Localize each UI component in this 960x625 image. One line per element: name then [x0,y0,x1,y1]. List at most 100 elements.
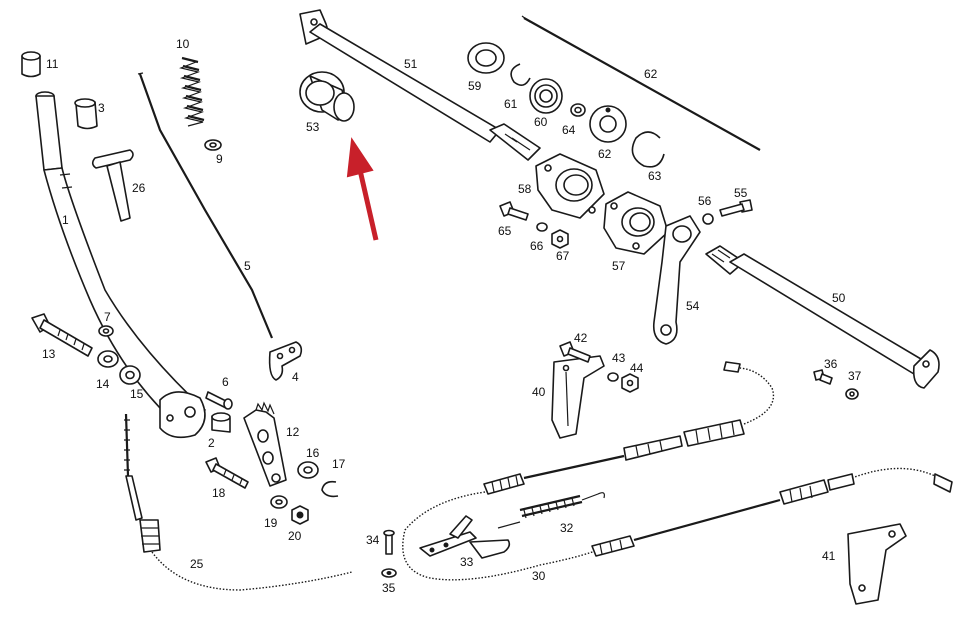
label-35: 35 [382,581,396,595]
lower-brake-cable [591,467,953,557]
part-5-rod [137,72,274,339]
label-34: 34 [366,533,380,547]
label-63: 63 [648,169,662,183]
part-15-washer [119,365,141,385]
label-53: 53 [306,120,320,134]
part-18-bolt [205,457,249,489]
label-30: 30 [532,569,546,583]
label-32: 32 [560,521,574,535]
label-11: 11 [46,57,59,71]
label-37: 37 [848,369,862,383]
label-66: 66 [530,239,544,253]
part-16-washer [297,461,319,479]
part-19-washer [270,495,288,509]
part-59-seal [467,42,505,74]
part-4-bracket [268,341,303,381]
part-64-ring [570,103,586,117]
part-55-bolt [719,199,753,217]
label-2: 2 [208,436,215,450]
part-35-washer [381,568,397,578]
label-5: 5 [244,259,251,273]
label-15: 15 [130,387,144,401]
part-54-lever [652,215,701,345]
label-65: 65 [498,224,512,238]
label-50: 50 [832,291,846,305]
part-57-bearing-housing [603,191,669,255]
part-33-equalizer [419,515,511,559]
label-61: 61 [504,97,518,111]
label-55: 55 [734,186,748,200]
part-17-clip [321,480,339,498]
part-32-spring [497,492,605,529]
part-62-disc [589,105,627,143]
label-60: 60 [534,115,548,129]
label-17: 17 [332,457,346,471]
label-13: 13 [42,347,56,361]
label-10: 10 [176,37,190,51]
part-12-ratchet-segment [243,401,287,487]
part-6-pin [205,391,233,410]
label-7: 7 [104,310,111,324]
part-60-bearing [529,78,563,114]
label-12: 12 [286,425,300,439]
part-44-nut [621,373,639,393]
part-14-washer [97,350,119,368]
part-65-bolt [499,201,529,221]
part-20-nut [291,505,309,525]
label-59: 59 [468,79,482,93]
label-67: 67 [556,249,570,263]
label-58: 58 [518,182,532,196]
part-67-nut [551,229,569,249]
part-62-rod [521,15,761,151]
indicator-arrow [346,137,379,241]
label-62-disc: 62 [598,147,612,161]
label-56: 56 [698,194,712,208]
label-40: 40 [532,385,546,399]
label-6: 6 [222,375,229,389]
part-30-cable [402,491,611,581]
label-42: 42 [574,331,588,345]
part-61-circlip [510,63,531,86]
part-58-bearing-housing [535,153,605,219]
label-62-rod: 62 [644,67,658,81]
upper-brake-cable [483,361,775,495]
part-1-brake-lever [35,91,206,439]
label-33: 33 [460,555,474,569]
part-25-cable [124,413,353,591]
label-18: 18 [212,486,226,500]
label-9: 9 [216,152,223,166]
label-20: 20 [288,529,302,543]
label-41: 41 [822,549,836,563]
label-44: 44 [630,361,644,375]
part-37-washer [845,388,859,400]
label-43: 43 [612,351,626,365]
part-36-bolt [813,369,833,385]
part-34-pin [383,529,395,555]
part-9-washer [204,139,222,151]
part-42-bolt [559,341,591,363]
part-50-cross-shaft [705,245,940,389]
label-1: 1 [62,213,69,227]
part-51-cross-shaft [299,9,541,161]
label-19: 19 [264,516,278,530]
part-63-circlip [631,131,665,168]
label-26: 26 [132,181,146,195]
part-2-bushing [211,412,231,433]
label-57: 57 [612,259,626,273]
part-66-washer [536,222,548,232]
label-3: 3 [98,101,105,115]
part-53-rubber-boot [299,71,355,122]
part-10-spring [179,56,205,127]
label-54: 54 [686,299,700,313]
part-7-washer [98,325,114,337]
part-13-bolt [31,313,93,357]
part-3-sleeve [74,98,98,130]
label-16: 16 [306,446,320,460]
part-43-washer [607,372,619,382]
part-56-washer [702,213,714,225]
part-11-cap [21,51,41,78]
label-4: 4 [292,370,299,384]
label-25: 25 [190,557,204,571]
